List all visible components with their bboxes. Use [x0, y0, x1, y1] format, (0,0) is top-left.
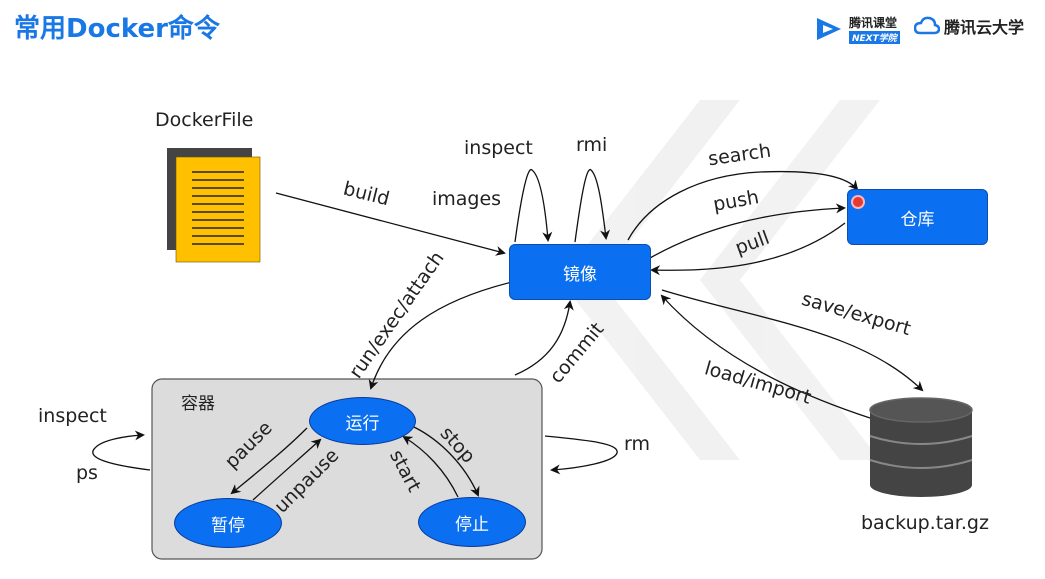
backup-label: backup.tar.gz — [861, 512, 989, 534]
play-icon — [817, 18, 841, 40]
tencent-cloud-univ-name: 腾讯云大学 — [944, 18, 1025, 37]
stop-arrow — [413, 426, 480, 497]
document-icon — [167, 148, 261, 263]
stopped-node-label: 停止 — [455, 514, 489, 535]
inspect-image-label: inspect — [464, 137, 533, 159]
next-academy-tag: NEXT学院 — [849, 31, 900, 44]
tencent-classroom-logo: 腾讯课堂 NEXT学院 — [815, 14, 900, 44]
tencent-cloud-logo: 腾讯云大学 — [914, 14, 1024, 38]
save-export-arrow — [661, 289, 924, 392]
load-import-arrow — [660, 294, 871, 419]
paused-node-label: 暂停 — [211, 515, 245, 536]
image-node: 镜像 — [509, 244, 651, 300]
container-group-label: 容器 — [181, 394, 215, 414]
push-arrow — [649, 203, 846, 259]
start-arrow — [402, 435, 459, 498]
unpause-arrow — [252, 438, 322, 501]
database-icon — [869, 397, 973, 497]
cloud-icon — [914, 16, 940, 35]
laser-pointer-dot — [851, 195, 865, 209]
inspect-container-label: inspect — [38, 405, 107, 427]
rm-label: rm — [624, 433, 650, 455]
dockerfile-label: DockerFile — [155, 109, 254, 131]
pause-arrow — [230, 427, 308, 495]
pull-arrow — [650, 222, 846, 276]
tencent-classroom-name: 腾讯课堂 — [849, 16, 898, 30]
inspect-image-arrow — [514, 169, 553, 243]
commit-arrow — [514, 300, 574, 376]
stopped-node: 停止 — [418, 497, 526, 547]
registry-node-label: 仓库 — [900, 209, 935, 230]
build-arrow — [275, 192, 506, 256]
inspect-ps-arrow — [92, 430, 151, 471]
registry-node: 仓库 — [847, 189, 988, 245]
run-exec-attach-arrow — [368, 281, 513, 390]
rmi-label: rmi — [576, 134, 608, 156]
rm-arrow — [544, 435, 618, 475]
ps-label: ps — [76, 462, 98, 484]
running-node-label: 运行 — [345, 413, 380, 434]
image-node-label: 镜像 — [563, 264, 597, 285]
page-title: 常用Docker命令 — [14, 14, 220, 44]
paused-node: 暂停 — [174, 498, 282, 548]
search-arrow — [627, 170, 859, 241]
images-label: images — [432, 188, 502, 210]
rmi-arrow — [574, 169, 611, 243]
running-node: 运行 — [309, 397, 416, 445]
